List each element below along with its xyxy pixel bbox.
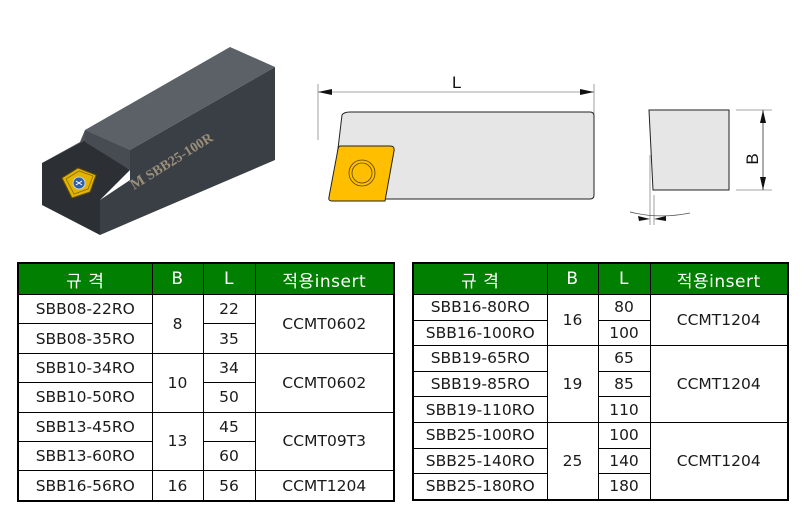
l-cell: 35 <box>202 323 256 354</box>
b-cell: 10 <box>151 352 204 413</box>
l-cell: 22 <box>202 293 256 325</box>
insert-cell: CCMT1204 <box>649 421 789 501</box>
insert-chipbreaker <box>65 170 94 195</box>
table-row: SBB10-34RO 10 34 CCMT0602 <box>17 352 395 413</box>
spec-table-left: 규 격 B L 적용insert SBB08-22RO 8 22 CCMT060… <box>17 262 395 502</box>
table-row: SBB13-60RO 60 <box>17 440 394 472</box>
table-row: SBB08-35RO 35 <box>17 323 394 354</box>
angle-arrow-right-icon <box>654 216 666 221</box>
holder-step-face <box>85 130 130 170</box>
header-insert: 적용insert <box>254 262 395 295</box>
b-cell: 8 <box>151 294 204 354</box>
table-row: SBB25-180RO 180 <box>412 473 788 501</box>
l-cell: 50 <box>202 382 256 413</box>
holder-body-outline <box>331 111 595 200</box>
spec-cell: SBB16-100RO <box>412 319 548 347</box>
height-label: B <box>743 153 762 164</box>
arrow-right-icon <box>580 89 594 95</box>
l-cell: 80 <box>597 294 651 321</box>
header-l: L <box>202 262 256 295</box>
table-row: SBB10-50RO 50 <box>17 382 394 413</box>
b-cell: 25 <box>546 421 599 501</box>
l-cell: 110 <box>597 396 651 423</box>
angle-arc <box>630 211 691 217</box>
b-cell: 19 <box>546 345 599 423</box>
insert-hole-inner <box>351 162 373 184</box>
insert-cell: CCMT0602 <box>254 352 395 413</box>
b-cell: 13 <box>151 411 204 472</box>
b-cell: 16 <box>151 470 204 502</box>
spec-cell: SBB25-140RO <box>412 447 548 475</box>
l-cell: 65 <box>597 345 651 372</box>
table-row: SBB13-45RO 13 45 CCMT09T3 <box>17 411 395 472</box>
table-header-row: 규 격 B L 적용insert <box>412 262 789 295</box>
table-row: SBB19-85RO 85 <box>412 370 788 398</box>
spec-table-right: 규 격 B L 적용insert SBB16-80RO 16 80 CCMT12… <box>412 262 789 501</box>
spec-cell: SBB10-50RO <box>17 382 153 413</box>
header-b: B <box>546 262 599 295</box>
holder-top-face <box>85 47 275 150</box>
header-spec: 규 격 <box>412 262 548 295</box>
screw-torx-icon <box>75 180 83 186</box>
table-row: SBB19-65RO 19 65 CCMT1204 <box>412 345 789 423</box>
insert-cell: CCMT0602 <box>254 294 395 354</box>
spec-cell: SBB10-34RO <box>17 352 153 384</box>
spec-cell: SBB16-80RO <box>412 294 548 321</box>
spec-cell: SBB08-22RO <box>17 293 153 325</box>
l-cell: 34 <box>202 352 256 384</box>
tool-holder-3d-image: M SBB25-100R <box>42 47 275 235</box>
table-row: SBB25-100RO 25 100 CCMT1204 <box>412 421 789 501</box>
spec-cell: SBB25-180RO <box>412 473 548 501</box>
insert-hole-outer <box>348 159 376 187</box>
spec-cell: SBB13-60RO <box>17 440 153 472</box>
l-cell: 140 <box>597 447 651 475</box>
l-cell: 45 <box>202 411 256 442</box>
spec-cell: SBB16-56RO <box>17 470 153 502</box>
spec-cell: SBB19-85RO <box>412 370 548 398</box>
table-row: SBB16-80RO 16 80 CCMT1204 <box>412 293 789 347</box>
insert-cell: CCMT1204 <box>254 470 395 502</box>
spec-cell: SBB13-45RO <box>17 411 153 442</box>
end-view-drawing: B 3° <box>630 109 772 225</box>
b-cell: 16 <box>546 293 599 347</box>
arrow-left-icon <box>318 89 332 95</box>
spec-cell: SBB19-65RO <box>412 345 548 372</box>
arrow-up-icon <box>760 110 766 123</box>
l-cell: 60 <box>202 440 256 472</box>
spec-cell: SBB08-35RO <box>17 323 153 354</box>
table-row: SBB08-22RO 8 22 CCMT0602 <box>17 293 395 354</box>
end-view-body <box>648 109 730 191</box>
length-label: L <box>452 73 461 92</box>
l-cell: 100 <box>597 319 651 347</box>
l-cell: 100 <box>597 421 651 449</box>
insert-diamond-shape <box>328 145 395 202</box>
l-cell: 180 <box>597 473 651 501</box>
insert-cell: CCMT09T3 <box>254 411 395 472</box>
side-view-drawing: L <box>317 73 595 202</box>
angle-arrow-left-icon <box>638 216 650 221</box>
l-cell: 56 <box>202 470 256 502</box>
header-insert: 적용insert <box>649 262 789 295</box>
table-row: SBB19-110RO 110 <box>412 396 788 423</box>
insert-cell: CCMT1204 <box>649 293 789 347</box>
table-header-row: 규 격 B L 적용insert <box>17 262 395 295</box>
insert-cell: CCMT1204 <box>649 345 789 423</box>
table-row: SBB16-56RO 16 56 CCMT1204 <box>17 470 395 502</box>
spec-cell: SBB25-100RO <box>412 421 548 449</box>
spec-cell: SBB19-110RO <box>412 396 548 423</box>
header-l: L <box>597 262 651 295</box>
header-b: B <box>151 262 204 295</box>
l-cell: 85 <box>597 370 651 398</box>
holder-side-face <box>100 67 275 235</box>
header-spec: 규 격 <box>17 262 153 295</box>
arrow-down-icon <box>760 177 766 190</box>
